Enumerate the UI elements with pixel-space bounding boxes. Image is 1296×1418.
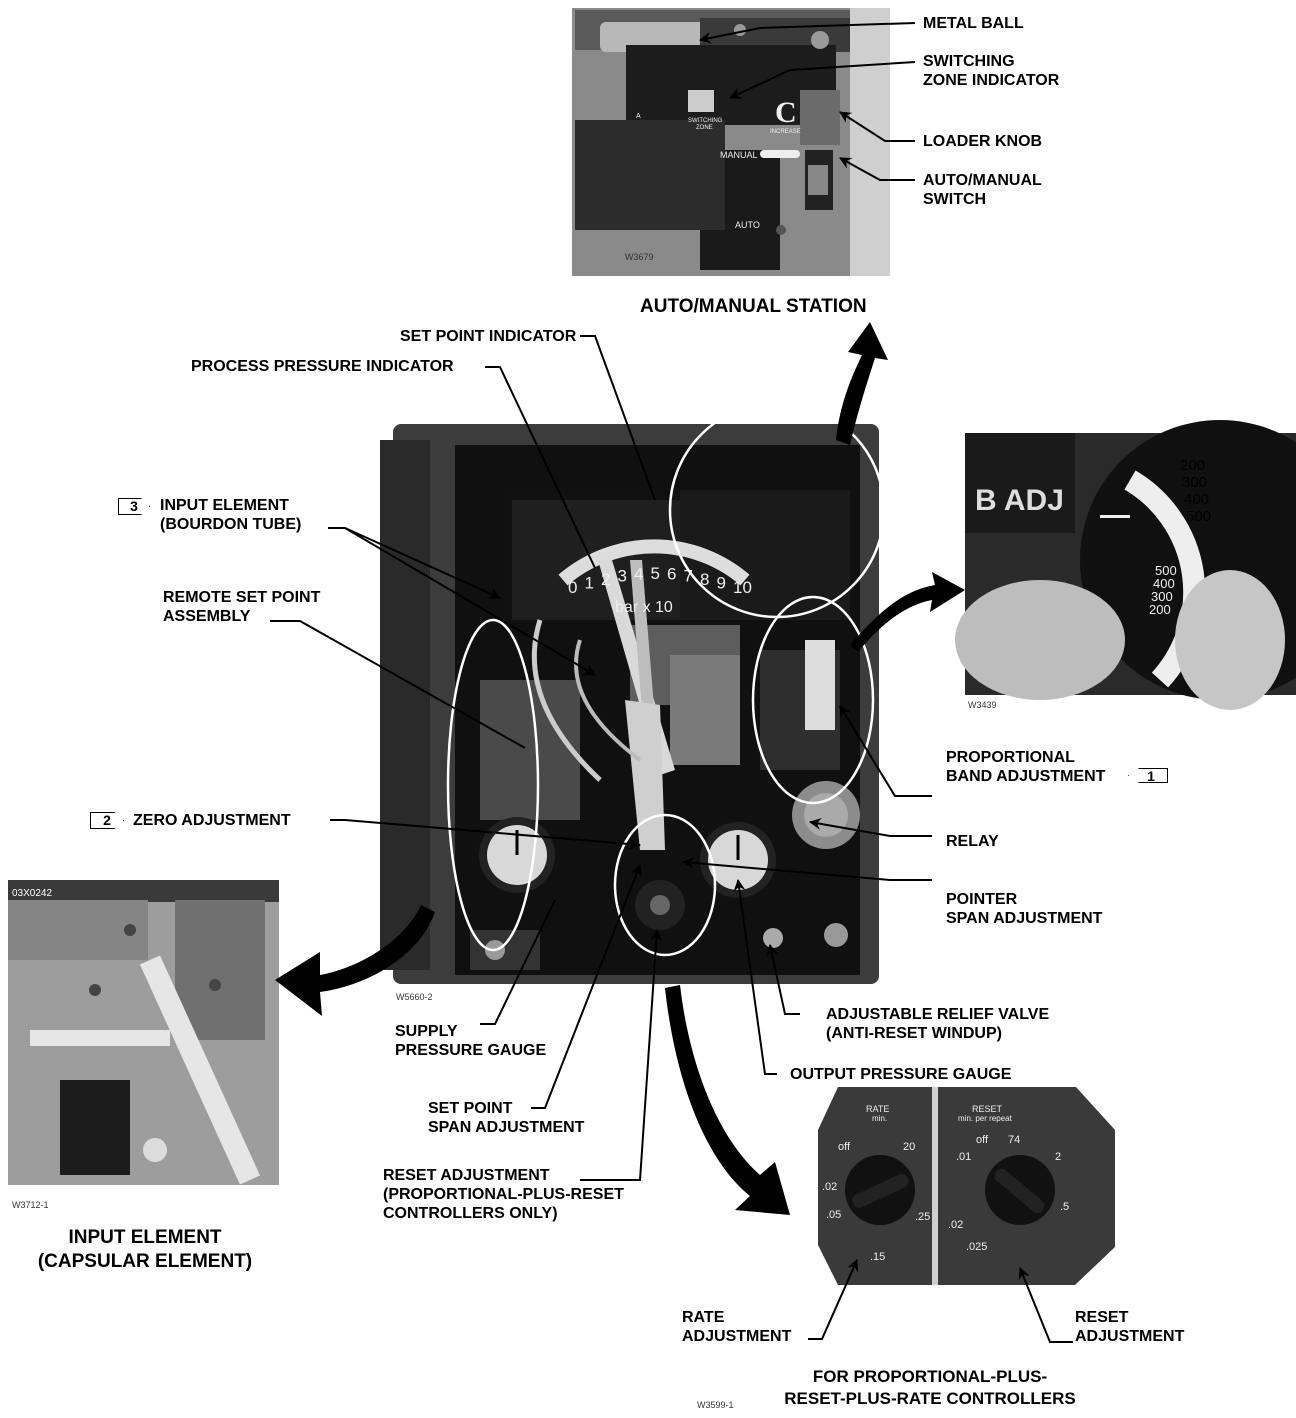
scale-number: 3 xyxy=(618,567,627,586)
note-2-flag: 2 xyxy=(90,812,124,829)
code-w3712: W3712-1 xyxy=(12,1200,49,1210)
label-rate-adjustment: RATE ADJUSTMENT xyxy=(682,1309,792,1345)
scale-number: 9 xyxy=(717,574,726,593)
label-switching-zone-indicator: SWITCHING ZONE INDICATOR xyxy=(923,53,1060,89)
leader-lines xyxy=(270,22,1073,1343)
callout-circles xyxy=(446,401,886,957)
rate-scale-label: .25 xyxy=(915,1211,930,1223)
label-proportional-band: PROPORTIONAL BAND ADJUSTMENT xyxy=(946,749,1106,785)
reset-title: RESET xyxy=(972,1104,1003,1114)
dial-number: 500 xyxy=(1155,563,1177,578)
note-3-flag: 3 xyxy=(118,498,150,515)
auto-text: AUTO xyxy=(735,220,760,230)
reset-scale-label: .02 xyxy=(948,1219,963,1231)
dial-number: 400 xyxy=(1153,576,1175,591)
scale-number: 2 xyxy=(601,570,610,589)
big-arrows xyxy=(275,322,965,1215)
scale-number: 7 xyxy=(684,567,693,586)
rate-scale-label: .05 xyxy=(826,1209,841,1221)
rate-scale-label: .02 xyxy=(822,1181,837,1193)
rate-scale-label: .15 xyxy=(870,1251,885,1263)
adj-text: B ADJ xyxy=(975,484,1064,517)
label-set-point-span: SET POINT SPAN ADJUSTMENT xyxy=(428,1100,585,1136)
label-relief-valve: ADJUSTABLE RELIEF VALVE (ANTI-RESET WIND… xyxy=(826,1006,1050,1042)
capsular-photo: 03X0242 xyxy=(8,880,279,1185)
rate-unit: min. xyxy=(872,1114,887,1123)
dial-number: 200 xyxy=(1180,457,1205,474)
label-metal-ball: METAL BALL xyxy=(923,15,1024,32)
label-output-gauge: OUTPUT PRESSURE GAUGE xyxy=(790,1066,1012,1083)
scale-number: 4 xyxy=(634,565,643,584)
reset-scale-label: .5 xyxy=(1060,1201,1069,1213)
label-set-point-indicator: SET POINT INDICATOR xyxy=(400,328,577,345)
label-remote-set-point: REMOTE SET POINT ASSEMBLY xyxy=(163,589,321,625)
switching-zone-text: ZONE xyxy=(696,125,713,131)
label-relay: RELAY xyxy=(946,833,999,850)
label-loader-knob: LOADER KNOB xyxy=(923,133,1043,150)
reset-scale-label: 2 xyxy=(1055,1151,1061,1163)
label-pointer-span: POINTER SPAN ADJUSTMENT xyxy=(946,891,1103,927)
dial-number: 300 xyxy=(1182,474,1207,491)
dial-number: 200 xyxy=(1149,602,1171,617)
label-auto-manual-switch: AUTO/MANUAL SWITCH xyxy=(923,172,1042,208)
scale-number: 8 xyxy=(700,570,709,589)
rate-scale-label: 20 xyxy=(903,1141,915,1153)
reset-scale-label: .025 xyxy=(966,1241,987,1253)
dial-number: 300 xyxy=(1151,589,1173,604)
code-w5660: W5660-2 xyxy=(396,992,433,1002)
svg-text:C: C xyxy=(775,96,797,129)
caption-rate-controllers: FOR PROPORTIONAL-PLUS- RESET-PLUS-RATE C… xyxy=(784,1367,1076,1408)
prop-band-photo: B ADJ xyxy=(955,420,1296,710)
label-zero-adjustment: ZERO ADJUSTMENT xyxy=(133,812,291,829)
scale-unit-text: bar x 10 xyxy=(615,599,673,616)
scale-number: 0 xyxy=(568,578,577,597)
label-process-pressure-indicator: PROCESS PRESSURE INDICATOR xyxy=(191,358,454,375)
dial-number: 500 xyxy=(1186,508,1211,525)
rate-title: RATE xyxy=(866,1104,889,1114)
code-w3599: W3599-1 xyxy=(697,1400,734,1410)
reset-scale-label: .01 xyxy=(956,1151,971,1163)
reset-scale-label: off xyxy=(976,1134,989,1146)
caption-capsular: INPUT ELEMENT (CAPSULAR ELEMENT) xyxy=(37,1227,253,1272)
code-w3679: W3679 xyxy=(625,252,654,262)
scale-number: 6 xyxy=(667,565,676,584)
reset-unit: min. per repeat xyxy=(958,1114,1013,1123)
label-supply-gauge: SUPPLY PRESSURE GAUGE xyxy=(395,1023,547,1059)
code-w3439: W3439 xyxy=(968,700,997,710)
dial-number: 400 xyxy=(1184,491,1209,508)
label-input-element: INPUT ELEMENT (BOURDON TUBE) xyxy=(160,497,302,533)
note-1-flag: 1 xyxy=(1128,768,1168,783)
label-reset-adjustment-main: RESET ADJUSTMENT (PROPORTIONAL-PLUS-RESE… xyxy=(383,1167,624,1222)
caption-auto-manual-station: AUTO/MANUAL STATION xyxy=(640,296,867,317)
label-reset-adjustment: RESET ADJUSTMENT xyxy=(1075,1309,1185,1345)
auto-manual-photo: C xyxy=(572,8,890,276)
reset-scale-label: 74 xyxy=(1008,1134,1020,1146)
scale-number: 10 xyxy=(733,578,752,597)
scale-number: 5 xyxy=(651,564,660,583)
rate-scale-label: off xyxy=(838,1141,851,1153)
increase-text: INCREASE xyxy=(770,129,801,135)
manual-text: MANUAL xyxy=(720,150,758,160)
switching-zone-text: SWITCHING xyxy=(688,118,723,124)
capsule-tag-text: 03X0242 xyxy=(12,888,52,899)
a-text: A xyxy=(636,113,641,120)
scale-number: 1 xyxy=(585,574,594,593)
